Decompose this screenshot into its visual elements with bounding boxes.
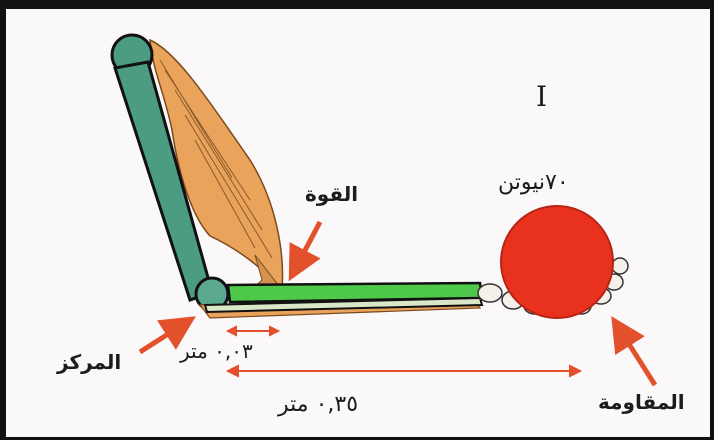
forearm-bone-lower [203,296,484,314]
fulcrum-label: المركز [57,350,122,374]
force-label: القوة [305,182,359,206]
fulcrum-arrow [138,316,196,355]
resistance-arrow [611,316,658,387]
long-distance-arrow [225,364,583,378]
short-distance-label: ٠,٠٣ متر [180,339,253,363]
panel-label: I [536,80,548,113]
resistance-label: المقاومة [598,390,685,414]
short-distance-arrow [225,325,281,337]
force-arrow [288,220,323,282]
weight-label: ٧٠نيوتن [498,170,569,195]
long-distance-label: ٠,٣٥ متر [278,392,359,417]
biceps-fiber-lines [159,59,273,259]
load-ball [500,205,614,319]
